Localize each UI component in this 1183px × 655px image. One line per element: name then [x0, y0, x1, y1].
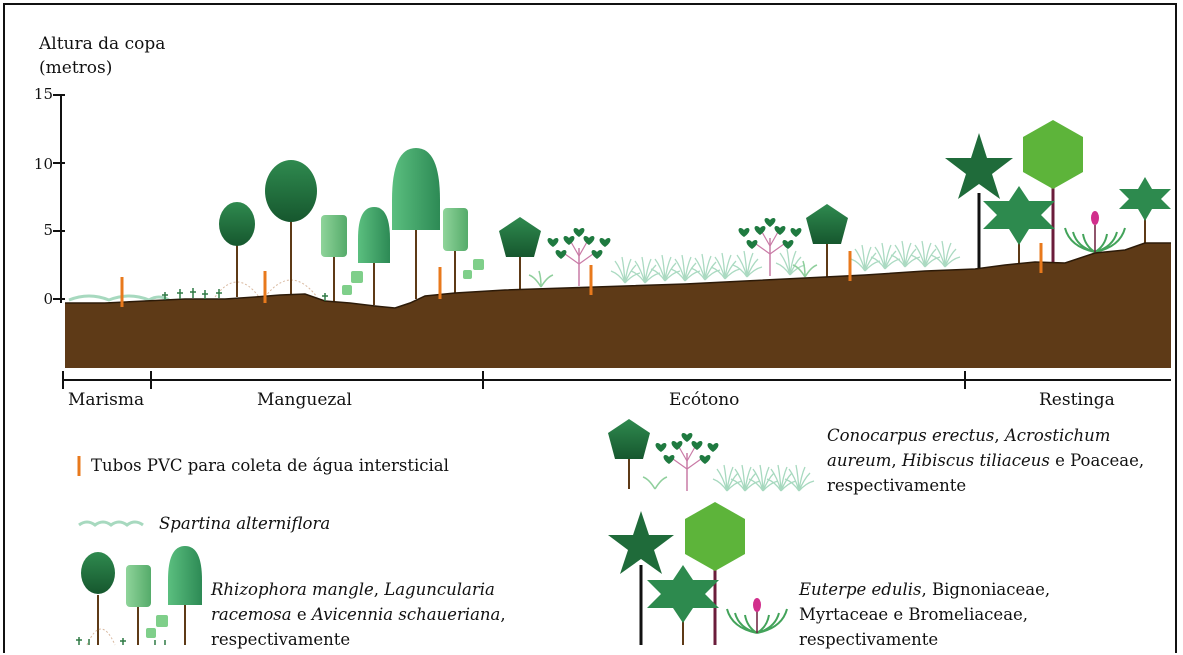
y-tick-10: 10	[33, 155, 53, 173]
zone-label-ecotono: Ecótono	[669, 390, 740, 410]
hibiscus-shrub-1	[546, 227, 612, 287]
avicennia-tree-1	[358, 207, 390, 305]
acrostichum-fern	[528, 260, 818, 288]
laguncularia-tree-1	[321, 215, 363, 305]
legend-mangrove-label: Rhizophora mangle, Laguncularia racemosa…	[211, 580, 506, 649]
bignoniaceae-tree	[1023, 120, 1083, 265]
zone-label-restinga: Restinga	[1039, 390, 1115, 410]
pvc-tubes	[120, 243, 1043, 307]
zone-label-manguezal: Manguezal	[257, 390, 352, 410]
laguncularia-tree-2	[443, 208, 484, 295]
soil-profile	[65, 243, 1171, 368]
rhizophora-tree-2	[264, 160, 318, 298]
legend-ecotone-label: Conocarpus erectus, Acrostichum aureum, …	[827, 426, 1145, 495]
y-tick-15: 15	[33, 85, 53, 103]
rhizophora-tree-1	[214, 202, 260, 298]
legend-mangrove-icon	[76, 546, 202, 646]
legend-spartina-label: Spartina alterniflora	[159, 514, 331, 533]
profile-diagram	[53, 94, 1171, 646]
legend-pvc-label: Tubos PVC para coleta de água interstici…	[91, 456, 449, 475]
y-tick-5: 5	[43, 221, 53, 239]
legend-restinga-label: Euterpe edulis, Bignoniaceae, Myrtaceae …	[799, 580, 1051, 649]
figure-frame: Altura da copa (metros) 15 10 5 0	[3, 3, 1177, 653]
zone-label-marisma: Marisma	[68, 390, 145, 410]
spartina-bed	[68, 294, 170, 302]
seedlings	[162, 288, 328, 301]
myrtaceae-tree-1	[983, 186, 1055, 267]
conocarpus-tree-1	[499, 217, 541, 291]
y-axis-title-line2: (metros)	[39, 58, 113, 78]
myrtaceae-tree-2	[1119, 177, 1171, 245]
bromeliad	[1064, 211, 1126, 253]
euterpe-palm	[945, 133, 1013, 270]
legend-spartina-icon	[78, 520, 144, 527]
y-axis-title-line1: Altura da copa	[39, 34, 166, 54]
y-tick-0: 0	[43, 290, 53, 308]
avicennia-tree-2	[392, 148, 440, 299]
legend-restinga-icon	[608, 502, 788, 645]
legend-ecotone-icon	[608, 419, 815, 492]
conocarpus-tree-2	[806, 204, 848, 277]
